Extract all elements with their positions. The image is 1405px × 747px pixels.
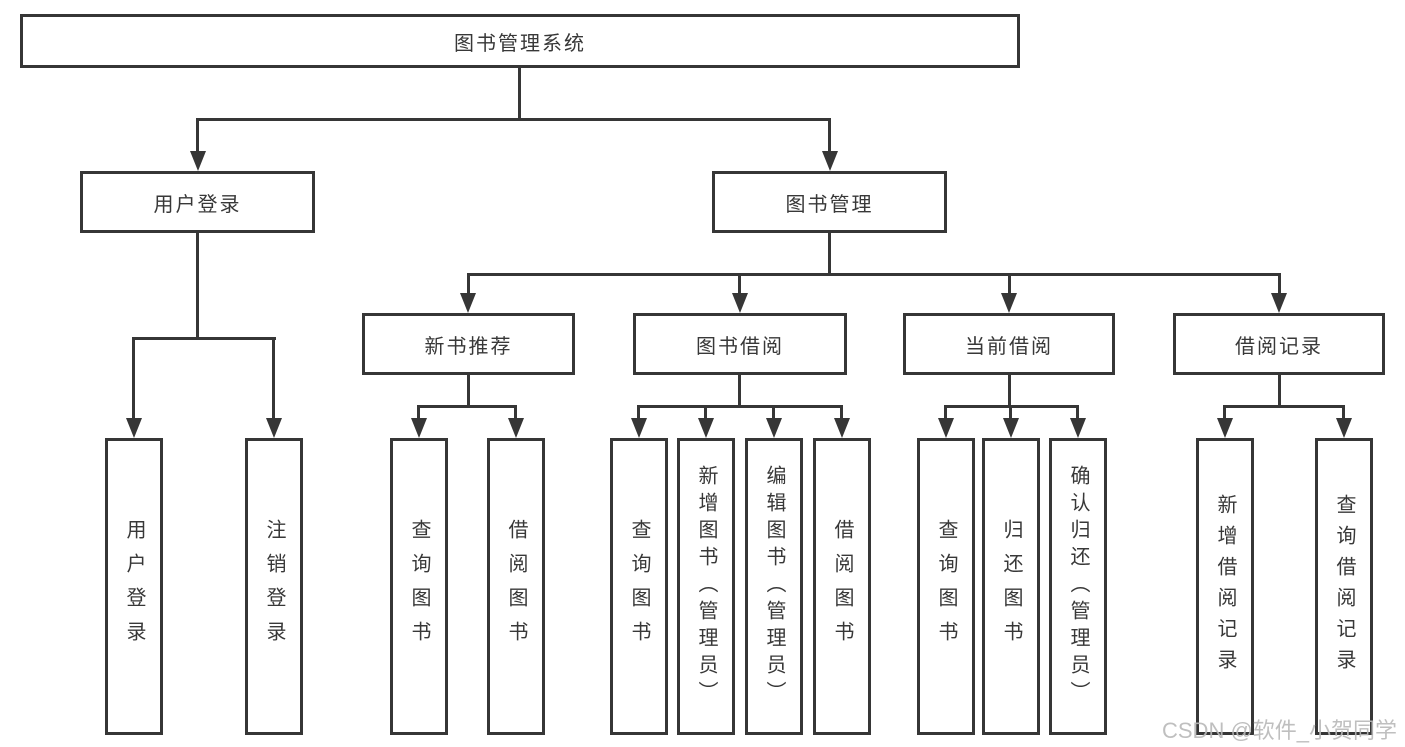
leaf-return-book-label: 归还图书 [1000,518,1022,655]
node-book-borrow-label: 图书借阅 [696,335,784,358]
connector-arrow-down-icon [1336,418,1352,438]
connector-arrow-down-icon [1070,418,1086,438]
leaf-query-books-borrow: 查询图书 [610,438,668,735]
connector-arrow-down-icon [631,418,647,438]
connector-line [828,233,831,273]
leaf-add-book-admin: 新增图书（管理员） [677,438,735,735]
connector-line [518,68,521,118]
node-book-management: 图书管理 [712,171,947,233]
node-book-management-label: 图书管理 [785,193,874,216]
connector-line [704,405,707,420]
connector-line [944,405,947,420]
leaf-return-book: 归还图书 [982,438,1040,735]
leaf-confirm-return-admin: 确认归还（管理员） [1049,438,1107,735]
connector-line [637,405,843,408]
connector-line [467,375,470,405]
connector-arrow-down-icon [460,293,476,313]
leaf-borrow-books-recommend: 借阅图书 [487,438,545,735]
connector-arrow-down-icon [822,151,838,171]
connector-arrow-down-icon [266,418,282,438]
node-borrow-records: 借阅记录 [1173,313,1385,375]
connector-line [417,405,517,408]
connector-line [828,118,831,153]
connector-line [772,405,775,420]
connector-arrow-down-icon [732,293,748,313]
node-new-book-recommend: 新书推荐 [362,313,575,375]
connector-arrow-down-icon [411,418,427,438]
connector-line [467,273,1281,276]
node-user-login: 用户登录 [80,171,315,233]
connector-line [1278,273,1281,295]
leaf-query-books-current-label: 查询图书 [935,518,957,655]
leaf-add-borrow-record: 新增借阅记录 [1196,438,1254,735]
connector-arrow-down-icon [938,418,954,438]
leaf-add-borrow-record-label: 新增借阅记录 [1214,493,1236,680]
connector-line [1342,405,1345,420]
leaf-user-login: 用户登录 [105,438,163,735]
leaf-edit-book-admin: 编辑图书（管理员） [745,438,803,735]
node-root: 图书管理系统 [20,14,1020,68]
connector-arrow-down-icon [1217,418,1233,438]
connector-line [1278,375,1281,405]
leaf-borrow-books-borrow: 借阅图书 [813,438,871,735]
connector-line [1223,405,1226,420]
connector-line [132,337,135,418]
connector-line [132,337,276,340]
connector-line [196,233,199,337]
connector-arrow-down-icon [190,151,206,171]
connector-arrow-down-icon [1003,418,1019,438]
node-current-borrow: 当前借阅 [903,313,1115,375]
connector-arrow-down-icon [1001,293,1017,313]
connector-arrow-down-icon [126,418,142,438]
watermark: CSDN @软件_小贺同学 [1162,718,1398,743]
connector-line [1008,273,1011,295]
leaf-logout: 注销登录 [245,438,303,735]
connector-line [467,273,470,295]
connector-line [738,273,741,295]
connector-arrow-down-icon [834,418,850,438]
connector-line [840,405,843,420]
leaf-query-borrow-record: 查询借阅记录 [1315,438,1373,735]
connector-line [1223,405,1345,408]
connector-line [1076,405,1079,420]
connector-line [196,118,831,121]
connector-arrow-down-icon [1271,293,1287,313]
connector-arrow-down-icon [508,418,524,438]
node-book-borrow: 图书借阅 [633,313,847,375]
leaf-borrow-books-recommend-label: 借阅图书 [505,518,527,655]
leaf-user-login-label: 用户登录 [123,518,145,655]
leaf-add-book-admin-label: 新增图书（管理员） [695,465,717,708]
leaf-query-books-recommend-label: 查询图书 [408,518,430,655]
leaf-query-books-current: 查询图书 [917,438,975,735]
connector-line [514,405,517,420]
leaf-query-books-borrow-label: 查询图书 [628,518,650,655]
leaf-confirm-return-admin-label: 确认归还（管理员） [1067,465,1089,708]
connector-line [738,375,741,405]
connector-arrow-down-icon [766,418,782,438]
node-borrow-records-label: 借阅记录 [1235,335,1323,358]
leaf-query-books-recommend: 查询图书 [390,438,448,735]
connector-line [417,405,420,420]
leaf-edit-book-admin-label: 编辑图书（管理员） [763,465,785,708]
node-new-book-recommend-label: 新书推荐 [424,335,513,358]
connector-line [637,405,640,420]
connector-line [196,118,199,153]
connector-line [1009,405,1012,420]
connector-arrow-down-icon [698,418,714,438]
node-user-login-label: 用户登录 [153,193,242,216]
leaf-borrow-books-borrow-label: 借阅图书 [831,518,853,655]
connector-line [272,337,275,418]
connector-line [1008,375,1011,405]
node-root-label: 图书管理系统 [454,32,586,55]
leaf-query-borrow-record-label: 查询借阅记录 [1333,493,1355,680]
leaf-logout-label: 注销登录 [263,518,285,655]
node-current-borrow-label: 当前借阅 [965,335,1053,358]
